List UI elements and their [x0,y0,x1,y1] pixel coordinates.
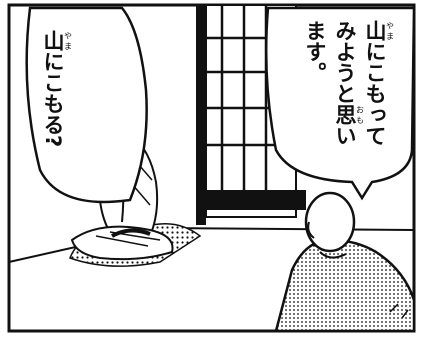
speech-line-3: ます。 [303,20,327,83]
speech-balloon-right [264,6,416,201]
shaved-head [304,191,356,253]
furigana-yama-right: 山やま [363,20,395,41]
speech-text-left: 山やまにこもる? [41,30,73,148]
speech-balloon-left [25,6,148,204]
wall-pillar [196,5,206,225]
speech-line-1: 山やまにこもって [363,20,395,146]
furigana-yama-left: 山やま [41,30,73,51]
speech-line-2: みようと思おもい [333,20,365,146]
monk-back-view [274,191,416,333]
furigana-omo: 思おも [333,104,365,125]
ear [307,221,315,239]
speech-text-right: 山やまにこもってみようと思おもいます。 [298,20,395,146]
